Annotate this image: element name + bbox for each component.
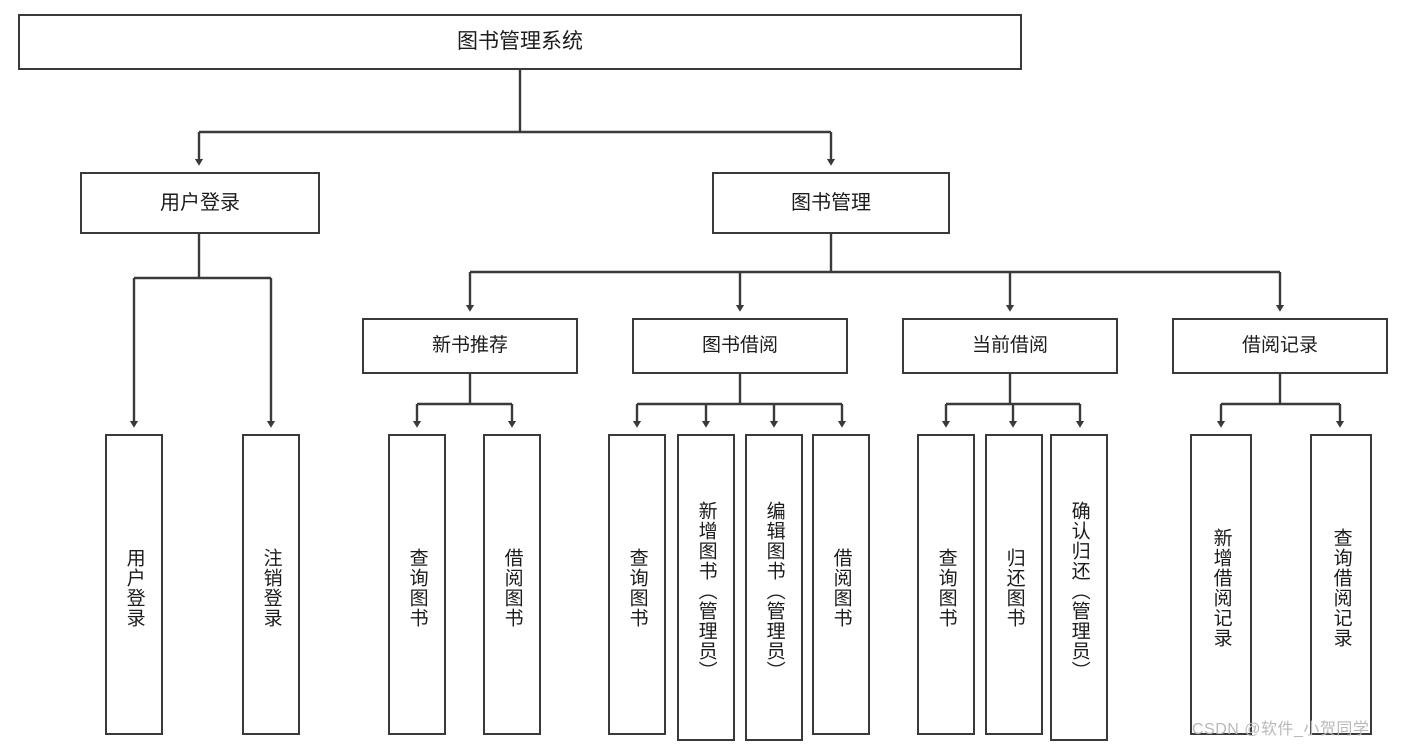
node-leaf-edit-book[interactable]: 编辑图书（管理员） bbox=[745, 434, 803, 741]
node-leaf-user-login-label: 用户登录 bbox=[123, 547, 145, 628]
node-leaf-confirm-return[interactable]: 确认归还（管理员） bbox=[1050, 434, 1108, 741]
node-book-manage[interactable]: 图书管理 bbox=[712, 172, 950, 234]
node-leaf-confirm-return-label: 确认归还（管理员） bbox=[1068, 500, 1090, 681]
node-book-borrow[interactable]: 图书借阅 bbox=[632, 318, 848, 374]
node-new-book-recommend-label: 新书推荐 bbox=[431, 335, 508, 357]
node-leaf-borrow-book-2-label: 借阅图书 bbox=[830, 547, 852, 628]
node-leaf-borrow-book-1[interactable]: 借阅图书 bbox=[483, 434, 541, 735]
node-leaf-query-book-2-label: 查询图书 bbox=[626, 547, 648, 628]
node-leaf-add-book[interactable]: 新增图书（管理员） bbox=[677, 434, 735, 741]
node-root-system[interactable]: 图书管理系统 bbox=[18, 14, 1022, 70]
node-borrow-record[interactable]: 借阅记录 bbox=[1172, 318, 1388, 374]
node-leaf-edit-book-label: 编辑图书（管理员） bbox=[763, 500, 785, 681]
node-leaf-borrow-book-2[interactable]: 借阅图书 bbox=[812, 434, 870, 735]
node-book-borrow-label: 图书借阅 bbox=[701, 335, 778, 357]
node-leaf-borrow-book-1-label: 借阅图书 bbox=[501, 547, 523, 628]
node-leaf-user-logout[interactable]: 注销登录 bbox=[242, 434, 300, 735]
node-current-borrow[interactable]: 当前借阅 bbox=[902, 318, 1118, 374]
node-borrow-record-label: 借阅记录 bbox=[1241, 335, 1318, 357]
node-leaf-add-book-label: 新增图书（管理员） bbox=[695, 500, 717, 681]
node-leaf-user-logout-label: 注销登录 bbox=[260, 547, 282, 628]
node-leaf-add-record-label: 新增借阅记录 bbox=[1210, 527, 1232, 648]
node-user-login-label: 用户登录 bbox=[160, 191, 240, 214]
node-leaf-return-book[interactable]: 归还图书 bbox=[985, 434, 1043, 735]
node-book-manage-label: 图书管理 bbox=[791, 191, 871, 214]
node-leaf-user-login[interactable]: 用户登录 bbox=[105, 434, 163, 735]
node-current-borrow-label: 当前借阅 bbox=[971, 335, 1048, 357]
node-leaf-query-book-3-label: 查询图书 bbox=[935, 547, 957, 628]
node-leaf-query-book-2[interactable]: 查询图书 bbox=[608, 434, 666, 735]
node-root-system-label: 图书管理系统 bbox=[457, 30, 583, 54]
node-leaf-add-record[interactable]: 新增借阅记录 bbox=[1190, 434, 1252, 735]
node-leaf-query-book-1[interactable]: 查询图书 bbox=[388, 434, 446, 735]
node-leaf-query-book-1-label: 查询图书 bbox=[406, 547, 428, 628]
node-leaf-return-book-label: 归还图书 bbox=[1003, 547, 1025, 628]
node-new-book-recommend[interactable]: 新书推荐 bbox=[362, 318, 578, 374]
node-leaf-query-record-label: 查询借阅记录 bbox=[1330, 527, 1352, 648]
node-user-login[interactable]: 用户登录 bbox=[80, 172, 320, 234]
node-leaf-query-record[interactable]: 查询借阅记录 bbox=[1310, 434, 1372, 735]
node-leaf-query-book-3[interactable]: 查询图书 bbox=[917, 434, 975, 735]
